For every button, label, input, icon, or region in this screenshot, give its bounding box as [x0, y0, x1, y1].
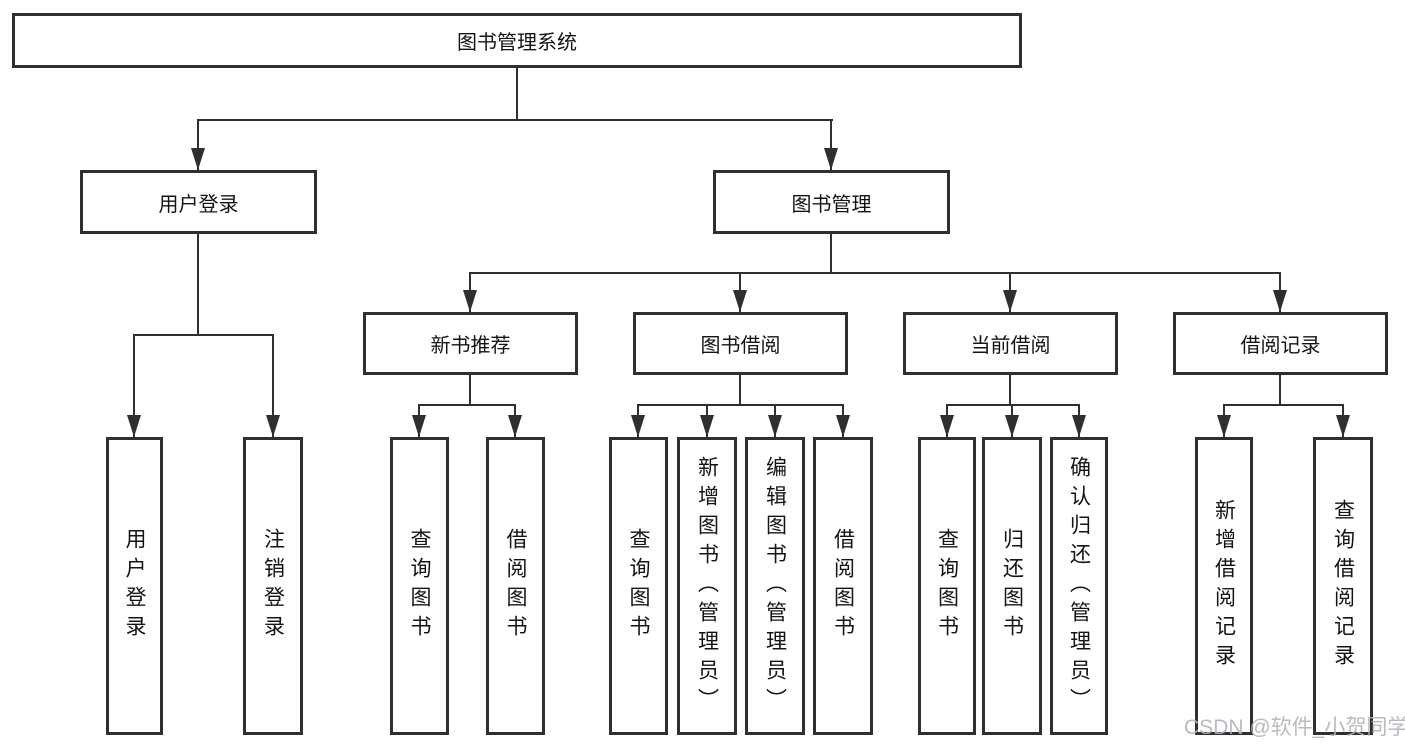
arrow-down-icon [508, 415, 522, 437]
arrow-down-icon [1273, 290, 1287, 312]
arrow-down-icon [836, 415, 850, 437]
node-label: 确认归还（管理员） [1067, 455, 1091, 717]
leaf-logout: 注销登录 [243, 437, 303, 735]
arrow-down-icon [733, 290, 747, 312]
node-label: 借阅图书 [831, 528, 855, 644]
node-user-login: 用户登录 [80, 170, 317, 234]
leaf-confirm-return-admin: 确认归还（管理员） [1050, 437, 1108, 735]
arrow-down-icon [191, 148, 205, 170]
node-label: 查询图书 [935, 528, 959, 644]
csdn-watermark: CSDN @软件_小贺同学 [1184, 716, 1405, 739]
arrow-down-icon [266, 415, 280, 437]
leaf-query-book-borrowing: 查询图书 [609, 437, 668, 735]
connector-line [133, 334, 135, 437]
node-label: 编辑图书（管理员） [763, 455, 787, 717]
arrow-down-icon [768, 415, 782, 437]
connector-line [197, 234, 199, 335]
leaf-edit-book-admin: 编辑图书（管理员） [745, 437, 805, 735]
leaf-add-borrow-record: 新增借阅记录 [1195, 437, 1253, 735]
node-label: 用户登录 [123, 528, 146, 644]
connector-line [1279, 375, 1281, 405]
arrow-down-icon [412, 415, 426, 437]
connector-line [197, 119, 199, 170]
node-borrowing-records: 借阅记录 [1173, 312, 1388, 375]
leaf-return-book: 归还图书 [982, 437, 1042, 735]
arrow-down-icon [1005, 415, 1019, 437]
leaf-query-book-recommend: 查询图书 [390, 437, 449, 735]
connector-line [418, 404, 516, 406]
connector-line [197, 119, 833, 121]
connector-line [1009, 375, 1011, 405]
arrow-down-icon [463, 290, 477, 312]
node-label: 借阅图书 [504, 528, 527, 644]
arrow-down-icon [1336, 415, 1350, 437]
node-label: 图书管理系统 [457, 32, 577, 54]
arrow-down-icon [824, 148, 838, 170]
connector-line [830, 234, 832, 273]
arrow-down-icon [700, 415, 714, 437]
node-label: 图书管理 [791, 193, 872, 216]
connector-line [469, 272, 1281, 274]
leaf-query-borrow-record: 查询借阅记录 [1313, 437, 1373, 735]
connector-line [516, 68, 518, 120]
leaf-add-book-admin: 新增图书（管理员） [677, 437, 737, 735]
connector-line [133, 334, 273, 336]
connector-line [946, 404, 1080, 406]
node-label: 查询图书 [627, 528, 650, 644]
node-label: 新书推荐 [430, 335, 511, 357]
node-label: 图书借阅 [700, 335, 781, 357]
node-label: 用户登录 [158, 193, 239, 216]
connector-line [739, 375, 741, 405]
arrow-down-icon [1003, 290, 1017, 312]
node-label: 查询图书 [408, 528, 431, 644]
leaf-borrow-book: 借阅图书 [813, 437, 873, 735]
node-label: 归还图书 [1000, 528, 1024, 644]
connector-line [469, 375, 471, 405]
connector-line [830, 119, 832, 170]
node-current-borrowing: 当前借阅 [903, 312, 1118, 375]
node-label: 新增图书（管理员） [695, 455, 719, 717]
leaf-query-book-current: 查询图书 [918, 437, 976, 735]
leaf-borrow-book-recommend: 借阅图书 [486, 437, 545, 735]
connector-line [637, 404, 844, 406]
arrow-down-icon [1217, 415, 1231, 437]
node-label: 新增借阅记录 [1212, 499, 1236, 673]
leaf-user-login: 用户登录 [106, 437, 163, 735]
arrow-down-icon [631, 415, 645, 437]
node-label: 查询借阅记录 [1331, 499, 1355, 673]
node-library-management-system: 图书管理系统 [12, 13, 1022, 68]
arrow-down-icon [1072, 415, 1086, 437]
connector-line [272, 334, 274, 437]
connector-line [1223, 404, 1344, 406]
arrow-down-icon [127, 415, 141, 437]
node-label: 借阅记录 [1240, 335, 1321, 357]
node-book-management: 图书管理 [713, 170, 950, 234]
node-label: 当前借阅 [970, 335, 1051, 357]
node-new-book-recommendation: 新书推荐 [363, 312, 578, 375]
node-book-borrowing: 图书借阅 [633, 312, 848, 375]
node-label: 注销登录 [261, 528, 285, 644]
arrow-down-icon [940, 415, 954, 437]
